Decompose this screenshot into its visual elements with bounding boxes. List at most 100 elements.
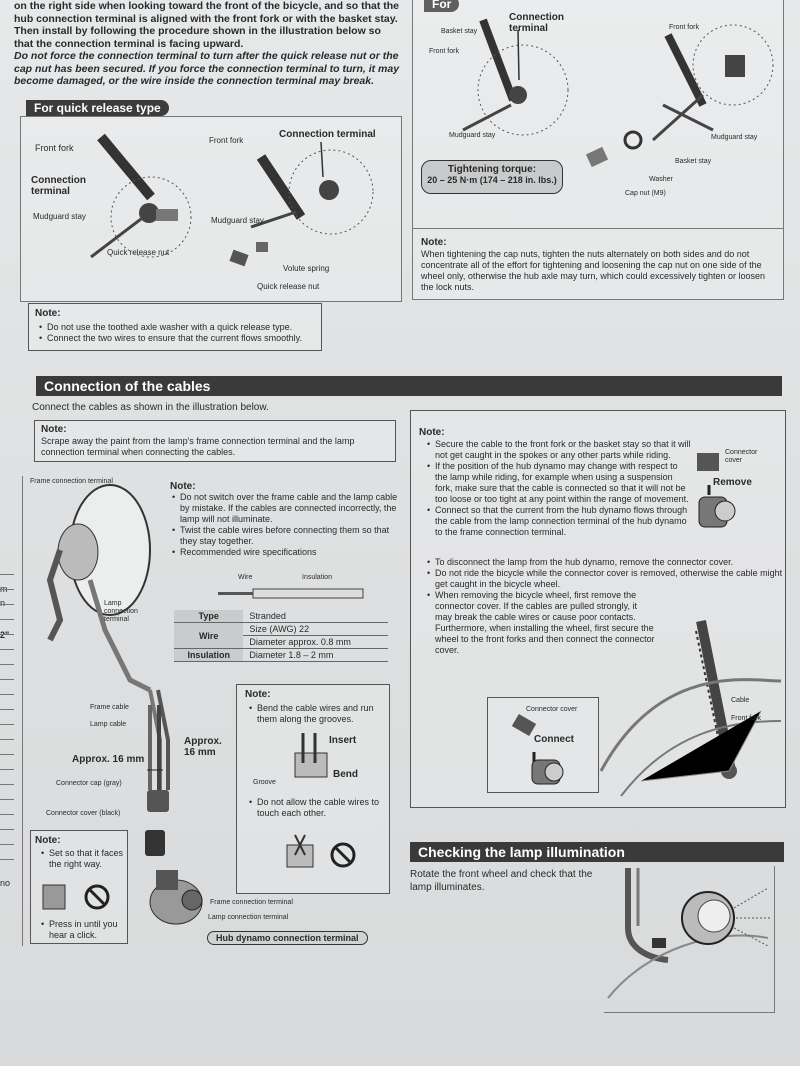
torque-badge: Tightening torque: 20 – 25 N·m (174 – 21…	[421, 160, 563, 194]
connector-cap-shape	[147, 790, 169, 812]
label-lamp-connection-terminal: Lamp connection terminal	[104, 600, 138, 623]
face-illustration	[42, 884, 110, 910]
cables-figure-box	[22, 476, 393, 946]
label-cap-nut: Cap nut (M9)	[625, 190, 666, 197]
torque-value: 20 – 25 N·m (174 – 218 in. lbs.)	[427, 175, 557, 185]
label-approx-right: Approx. 16 mm	[184, 736, 222, 758]
note-title: Note:	[41, 424, 67, 435]
cables-heading: Connection of the cables	[36, 376, 782, 396]
note-item: Do not allow the cable wires to touch ea…	[249, 797, 393, 819]
label-front-fork: Front fork	[35, 143, 74, 153]
note-item: To disconnect the lamp from the hub dyna…	[427, 557, 787, 568]
label-connector-cover: Connector cover	[526, 706, 578, 713]
label-lamp-connection-terminal: Lamp connection terminal	[208, 914, 289, 921]
table-head: Wire	[174, 622, 244, 649]
cap-nut-illustration-2	[585, 24, 774, 168]
switch-notes: Do not switch over the frame cable and t…	[170, 492, 398, 558]
cables-intro: Connect the cables as shown in the illus…	[32, 402, 269, 413]
connect-illustration	[511, 713, 564, 785]
instruction-line: become damaged, or the wire inside the c…	[14, 75, 375, 87]
table-row: Insulation Diameter 1.8 – 2 mm	[174, 648, 388, 662]
no-touch-illustration	[286, 834, 356, 868]
label-connect: Connect	[534, 734, 574, 745]
instruction-line: Do not force the connection terminal to …	[14, 50, 399, 62]
label-volute-spring: Volute spring	[283, 264, 330, 273]
label-cable: Cable	[731, 697, 750, 704]
switch-note: Note: Do not switch over the frame cable…	[170, 481, 398, 558]
label-frame-connection-terminal: Frame connection terminal	[30, 478, 113, 485]
label-mudguard-stay: Mudguard stay	[211, 216, 264, 225]
note-title: Note:	[170, 481, 196, 492]
label-insulation: Insulation	[302, 574, 332, 581]
note-item: Connect the two wires to ensure that the…	[39, 333, 327, 344]
label-washer: Washer	[649, 176, 673, 183]
table-cell: Size (AWG) 22	[243, 622, 388, 636]
groove-note-1: Bend the cable wires and run them along …	[247, 703, 393, 725]
table-row: Type Stranded	[174, 610, 388, 623]
table-cell: Diameter 1.8 – 2 mm	[243, 648, 388, 662]
face-note-box: Note: Set so that it faces the right way…	[30, 830, 128, 944]
right-note-list-top: Secure the cable to the front fork or th…	[425, 439, 691, 538]
checking-text: Rotate the front wheel and check that th…	[410, 869, 593, 893]
label-basket-stay: Basket stay	[675, 158, 712, 165]
label-bend: Bend	[333, 769, 358, 780]
note-item: Press in until you hear a click.	[41, 919, 133, 941]
lamp-illumination-illustration	[607, 868, 770, 999]
note-item: If the position of the hub dynamo may ch…	[427, 461, 691, 505]
instruction-line: on the right side when looking toward th…	[14, 0, 400, 12]
margin-lines	[0, 560, 14, 860]
torque-title: Tightening torque:	[447, 164, 537, 175]
label-wire: Wire	[238, 574, 253, 581]
groove-note-box: Note: Bend the cable wires and run them …	[236, 684, 390, 894]
label-mudguard-stay: Mudguard stay	[449, 132, 496, 139]
note-item: Connect so that the current from the hub…	[427, 505, 691, 538]
quick-release-figure-box: Front fork Connection terminal Mudguard …	[20, 116, 402, 302]
cap-nut-note-text: When tightening the cap nuts, tighten th…	[421, 249, 766, 292]
cap-nut-note-box: Note: When tightening the cap nuts, tigh…	[412, 228, 784, 300]
note-title: Note:	[35, 308, 61, 319]
note-item: Bend the cable wires and run them along …	[249, 703, 393, 725]
groove-illustration	[294, 733, 328, 778]
note-item: Do not switch over the frame cable and t…	[172, 492, 398, 525]
quick-release-illustration-1	[90, 133, 192, 259]
instruction-line: that the connection terminal is facing u…	[14, 37, 244, 50]
connect-inset: Connector cover Connect	[487, 697, 599, 793]
wire-diagram	[218, 588, 364, 599]
table-cell: Stranded	[243, 610, 388, 623]
note-title: Note:	[421, 237, 447, 248]
remove-connector-illustration	[697, 453, 736, 528]
table-head: Type	[174, 610, 244, 623]
label-basket-stay: Basket stay	[441, 28, 478, 35]
label-connector-cover-black: Connector cover (black)	[46, 810, 121, 817]
hub-dynamo-terminal-badge: Hub dynamo connection terminal	[207, 931, 368, 945]
groove-note-2: Do not allow the cable wires to touch ea…	[247, 797, 393, 819]
label-quick-release-nut: Quick release nut	[107, 248, 170, 257]
margin-mark: no	[0, 878, 11, 888]
note-item: Do not use the toothed axle washer with …	[39, 322, 327, 333]
bicycle-fork-illustration	[599, 620, 782, 797]
quick-release-heading: For quick release type	[26, 100, 169, 116]
checking-heading: Checking the lamp illumination	[410, 842, 784, 862]
wire-spec-table: Type Stranded Wire Size (AWG) 22 Diamete…	[174, 610, 388, 662]
label-connector-cap-gray: Connector cap (gray)	[56, 780, 122, 787]
note-title: Note:	[245, 689, 271, 700]
quick-release-illustration-2	[229, 141, 374, 267]
quick-release-notes: Do not use the toothed axle washer with …	[37, 322, 327, 344]
instruction-line: cap nut has been secured. If you force t…	[14, 62, 400, 75]
label-frame-cable: Frame cable	[90, 704, 129, 711]
label-front-fork: Front fork	[669, 24, 699, 31]
label-front-fork: Front fork	[731, 715, 761, 722]
paint-note-box: Note: Scrape away the paint from the lam…	[34, 420, 396, 462]
cap-nut-heading: For	[424, 0, 460, 12]
right-note-list-bottom: To disconnect the lamp from the hub dyna…	[425, 557, 787, 656]
label-mudguard-stay: Mudguard stay	[33, 212, 86, 221]
label-connection-terminal: Connection terminal	[509, 12, 564, 34]
note-item: Recommended wire specifications	[172, 547, 398, 558]
table-row: Wire Size (AWG) 22	[174, 622, 388, 649]
cable-ends	[147, 705, 163, 790]
face-note-1: Set so that it faces the right way.	[39, 848, 133, 870]
note-item: Twist the cable wires before connecting …	[172, 525, 398, 547]
instruction-line: Then install by following the procedure …	[14, 25, 381, 37]
label-groove: Groove	[253, 779, 276, 786]
label-front-fork: Front fork	[429, 48, 459, 55]
